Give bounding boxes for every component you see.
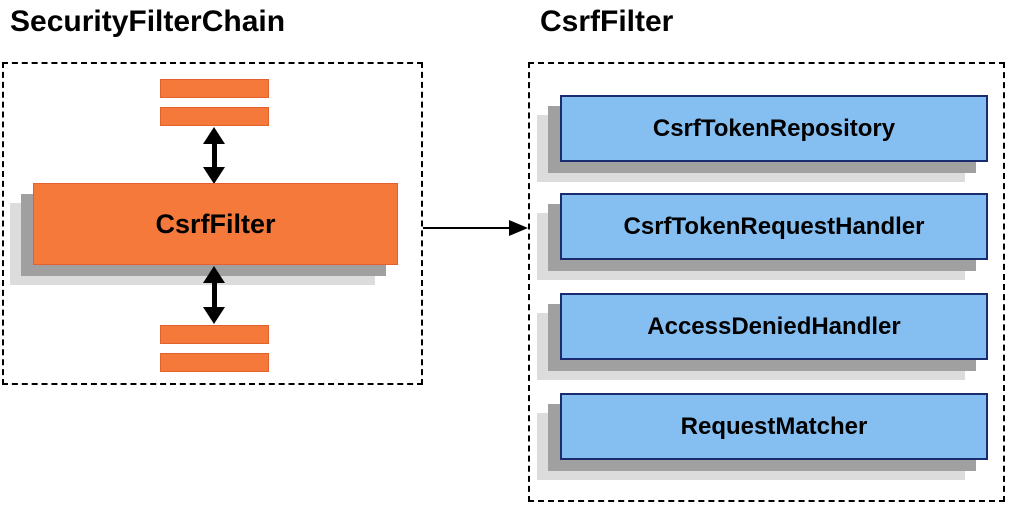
csrf-filter-box: CsrfFilter — [33, 183, 398, 265]
arrow-shaft — [211, 282, 217, 308]
csrf-filter-components-container — [528, 62, 1005, 502]
component-box-access-denied-handler: AccessDeniedHandler — [560, 293, 988, 360]
double-arrow-icon — [202, 127, 226, 184]
filter-placeholder-bar — [160, 79, 269, 98]
csrf-filter-box-label: CsrfFilter — [155, 208, 276, 239]
component-label: CsrfTokenRequestHandler — [623, 212, 925, 240]
arrow-shaft — [211, 143, 217, 168]
arrowhead-right-icon — [509, 220, 528, 236]
arrowhead-up-icon — [203, 266, 225, 283]
component-label: RequestMatcher — [680, 412, 868, 440]
arrowhead-up-icon — [203, 127, 225, 144]
arrowhead-down-icon — [203, 307, 225, 324]
security-filter-chain-container — [2, 62, 423, 385]
filter-placeholder-bar — [160, 107, 269, 126]
filter-placeholder-bar — [160, 353, 269, 372]
right-arrow-icon — [423, 220, 528, 237]
double-arrow-icon — [202, 266, 226, 324]
component-box-csrf-token-request-handler: CsrfTokenRequestHandler — [560, 193, 988, 260]
arrow-shaft — [423, 227, 511, 229]
filter-placeholder-bar — [160, 325, 269, 344]
component-label: CsrfTokenRepository — [652, 114, 896, 142]
component-box-csrf-token-repository: CsrfTokenRepository — [560, 95, 988, 162]
component-label: AccessDeniedHandler — [647, 312, 901, 340]
component-box-request-matcher: RequestMatcher — [560, 393, 988, 460]
arrowhead-down-icon — [203, 167, 225, 184]
security-filter-chain-title: SecurityFilterChain — [10, 5, 286, 38]
csrf-filter-panel-title: CsrfFilter — [540, 5, 674, 38]
